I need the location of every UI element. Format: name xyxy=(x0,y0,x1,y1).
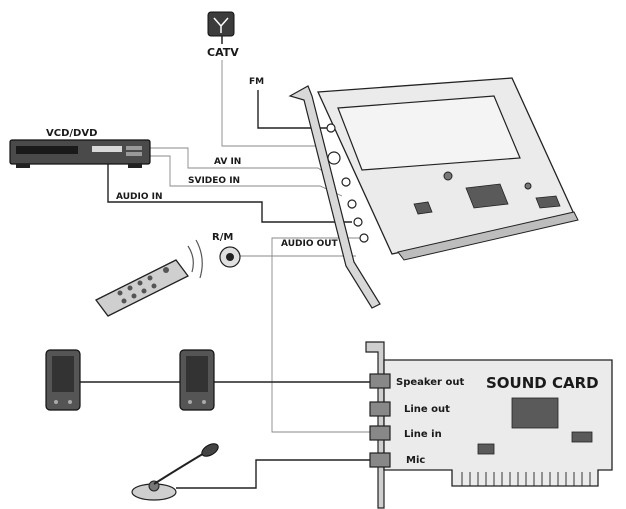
line-out-label: Line out xyxy=(404,404,450,415)
mic-wire xyxy=(176,459,372,489)
audio-out-label: AUDIO OUT xyxy=(281,239,339,249)
vcd-dvd-label: VCD/DVD xyxy=(46,128,97,139)
ir-receiver xyxy=(219,246,241,268)
speaker-icon-right xyxy=(179,349,215,411)
catv-label: CATV xyxy=(207,46,239,59)
svideo-in-label: SVIDEO IN xyxy=(188,176,240,186)
line-in-label: Line in xyxy=(404,429,442,440)
speaker-icon xyxy=(45,349,81,411)
microphone-icon xyxy=(131,443,219,501)
vcd-dvd-player xyxy=(9,139,151,168)
av-in-label: AV IN xyxy=(214,157,241,167)
svideo-in-wire xyxy=(150,155,343,197)
audio-out-wire xyxy=(271,237,372,433)
tv-tuner-card xyxy=(288,77,579,309)
audio-in-wire xyxy=(107,162,352,223)
audio-in-label: AUDIO IN xyxy=(116,192,162,202)
wires xyxy=(80,60,372,489)
remote-control-icon xyxy=(95,239,203,317)
sound-card xyxy=(365,341,613,509)
rm-label: R/M xyxy=(212,232,233,243)
mic-label: Mic xyxy=(406,455,425,466)
sound-card-label: SOUND CARD xyxy=(486,374,599,392)
fm-wire xyxy=(257,90,332,129)
catv-antenna xyxy=(207,11,235,44)
fm-label: FM xyxy=(249,77,264,87)
speaker-out-label: Speaker out xyxy=(396,377,464,388)
